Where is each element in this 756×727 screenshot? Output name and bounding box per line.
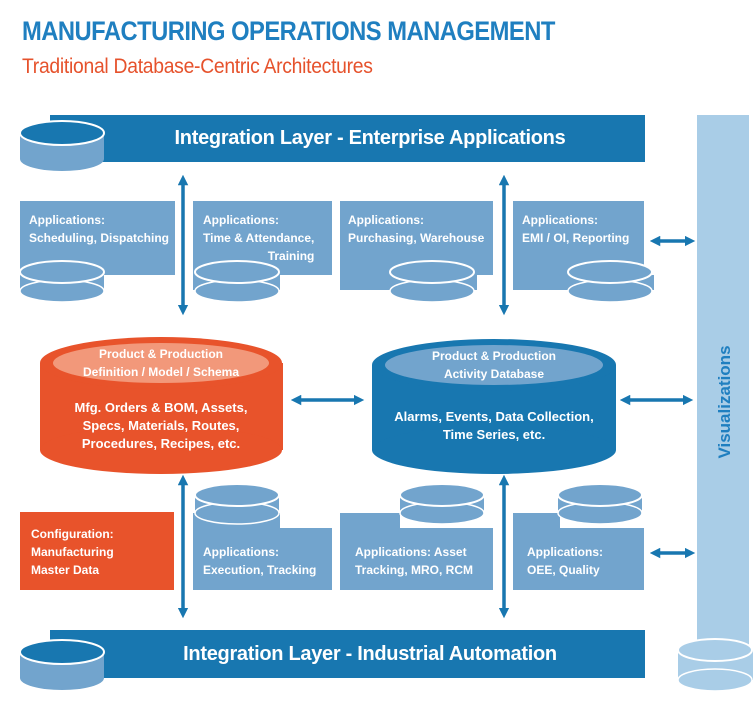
integration-layer-bottom-cylinder-icon: [19, 639, 105, 690]
app-label-asset-tracking: Applications: Asset Tracking, MRO, RCM: [355, 545, 474, 577]
app-block-emi-reporting: [513, 201, 654, 303]
integration-layer-top-cylinder-icon: [19, 120, 105, 171]
visualizations-label: Visualizations: [715, 345, 734, 459]
integration-layer-top-bar: [50, 115, 645, 162]
integration-layer-bottom-bar: [50, 630, 645, 678]
visualizations-column: [677, 115, 753, 692]
page-title: MANUFACTURING OPERATIONS MANAGEMENT: [22, 16, 555, 46]
app-label-emi-reporting: Applications: EMI / OI, Reporting: [522, 213, 630, 245]
page-subtitle: Traditional Database-Centric Architectur…: [22, 55, 373, 78]
definition-db-title: Product & Production Definition / Model …: [82, 347, 240, 379]
app-label-execution: Applications: Execution, Tracking: [203, 545, 317, 577]
app-label-oee-quality: Applications: OEE, Quality: [527, 545, 604, 577]
app-block-scheduling: [19, 201, 175, 303]
integration-layer-bottom-label: Integration Layer - Industrial Automatio…: [183, 643, 557, 665]
app-label-time-attendance: Applications: Time & Attendance, Trainin…: [203, 213, 315, 263]
activity-db-title: Product & Production Activity Database: [432, 349, 556, 381]
integration-layer-top-label: Integration Layer - Enterprise Applicati…: [174, 127, 566, 149]
connector-arrows: [177, 174, 696, 619]
app-block-execution: [193, 483, 332, 590]
configuration-label: Configuration: Manufacturing Master Data: [31, 527, 114, 577]
definition-database-cylinder: [40, 337, 283, 474]
activity-db-contents: Alarms, Events, Data Collection, Time Se…: [394, 409, 594, 442]
app-label-scheduling: Applications: Scheduling, Dispatching: [29, 213, 170, 245]
app-block-purchasing: [340, 201, 493, 303]
definition-db-contents: Mfg. Orders & BOM, Assets, Specs, Materi…: [74, 400, 248, 451]
app-label-purchasing: Applications: Purchasing, Warehouse: [348, 213, 485, 245]
activity-database-cylinder: [372, 339, 616, 474]
app-block-time-attendance: [193, 201, 332, 303]
configuration-block: [20, 512, 174, 590]
app-block-oee-quality: [513, 483, 644, 590]
app-block-asset-tracking: [340, 483, 493, 590]
